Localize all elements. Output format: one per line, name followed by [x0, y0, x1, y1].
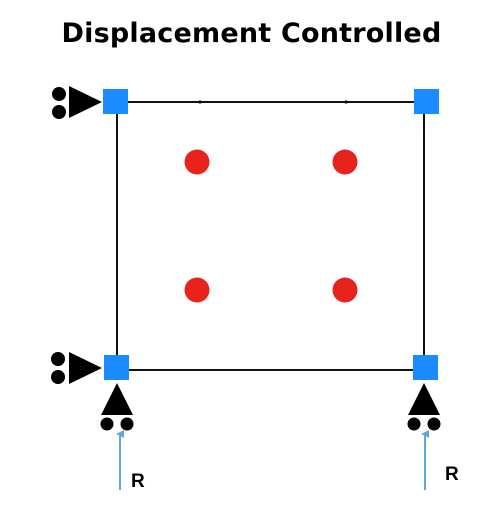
node	[413, 355, 438, 380]
roller-wheel	[120, 417, 134, 431]
roller-wheel	[407, 417, 421, 431]
node	[104, 355, 129, 380]
frame-tick-mark	[198, 100, 202, 104]
roller-wheel	[427, 417, 441, 431]
reaction-arrows	[116, 430, 429, 490]
reaction-label: R	[445, 464, 459, 485]
roller-wheel	[51, 352, 65, 366]
roller-support-horizontal-top	[52, 86, 102, 119]
gauss-point	[332, 277, 358, 303]
roller-wheel	[51, 370, 65, 384]
roller-support-vertical-left	[100, 383, 134, 431]
diagram-title: Displacement Controlled	[61, 18, 442, 49]
roller-support-horizontal-bottom	[51, 352, 102, 384]
gauss-point	[332, 149, 358, 175]
roller-wheel	[52, 87, 66, 101]
node	[414, 89, 439, 114]
nodes	[103, 89, 439, 380]
gauss-point	[184, 277, 210, 303]
gauss-points	[184, 149, 358, 303]
node	[103, 89, 128, 114]
support-triangle	[408, 383, 440, 415]
reaction-label: R	[131, 471, 145, 492]
roller-support-vertical-right	[407, 383, 441, 431]
support-triangle	[69, 86, 102, 118]
gauss-point	[184, 149, 210, 175]
support-triangle	[69, 352, 102, 384]
frame-tick-mark	[344, 100, 348, 104]
element-frame	[115, 100, 426, 371]
roller-wheel	[100, 417, 114, 431]
roller-wheel	[52, 105, 66, 119]
support-triangle	[101, 383, 133, 415]
